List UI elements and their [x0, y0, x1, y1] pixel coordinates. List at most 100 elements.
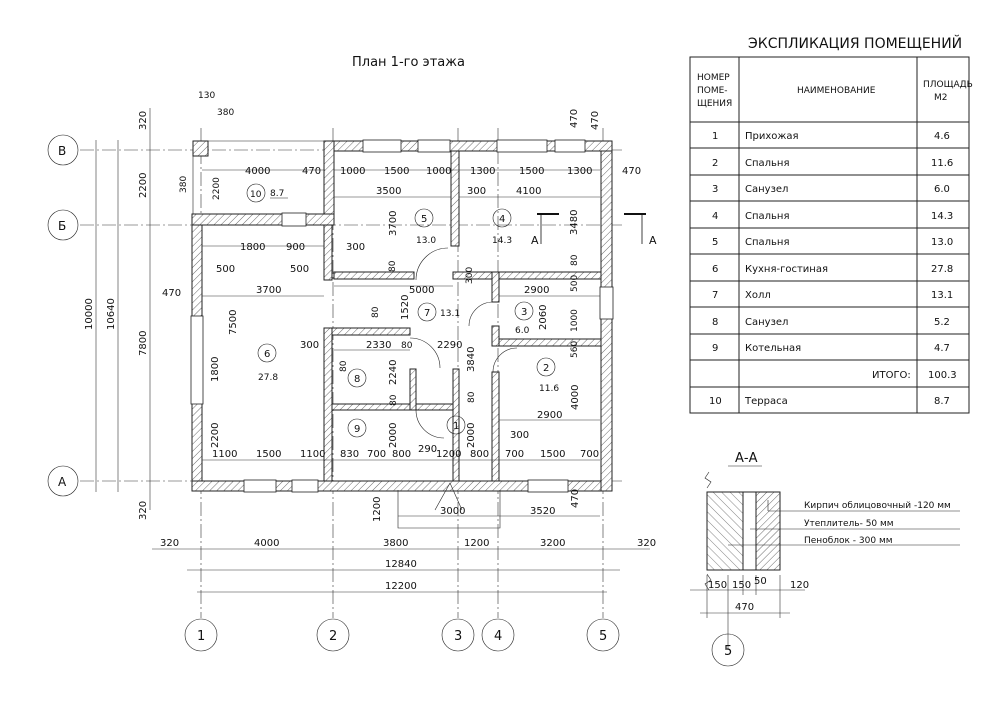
dim-2000-b: 2000 [466, 423, 477, 448]
section-dim-50: 50 [754, 576, 767, 587]
dim-2060: 2060 [538, 305, 549, 330]
dim-2290: 2290 [437, 340, 462, 351]
row-10-num: 10 [709, 396, 722, 407]
layer-foam-block: Пеноблок - 300 мм [804, 536, 893, 546]
room-6-area: 27.8 [258, 373, 278, 383]
room-4-num: 4 [499, 214, 505, 225]
dim-left-10640: 10640 [106, 298, 117, 330]
dim-800-a: 800 [392, 449, 411, 460]
total-value: 100.3 [928, 370, 957, 381]
axis-number-2: 2 [329, 629, 337, 644]
plan-title: План 1-го этажа [352, 55, 465, 70]
header-area-line-1: ПЛОЩАДЬ [923, 80, 973, 90]
dim-3520: 3520 [530, 506, 555, 517]
row-8-num: 8 [712, 317, 718, 328]
dim-700-a: 700 [367, 449, 386, 460]
dim-300-e: 300 [510, 430, 529, 441]
dim-2000-a: 2000 [388, 423, 399, 448]
section-mark-left: А [531, 234, 539, 247]
dim-380-v: 380 [179, 176, 189, 193]
dim-bottom-3800: 3800 [383, 538, 408, 549]
row-4-num: 4 [712, 211, 718, 222]
dim-470-c: 470 [569, 109, 580, 128]
dim-4100: 4100 [516, 186, 541, 197]
dim-2900-a: 2900 [524, 285, 549, 296]
axis-bubbles: В Б А 1 2 3 4 5 [47, 134, 620, 652]
dim-290: 290 [418, 444, 437, 455]
dim-3700-v: 3700 [388, 211, 399, 236]
dim-left-320-bottom: 320 [138, 501, 149, 520]
row-3-num: 3 [712, 184, 718, 195]
dim-560: 560 [570, 341, 580, 358]
header-num-line-1: НОМЕР [697, 73, 730, 83]
row-9-num: 9 [712, 343, 718, 354]
row-2-num: 2 [712, 158, 718, 169]
dim-2200-v: 2200 [212, 177, 222, 200]
section-wall-detail [704, 471, 781, 591]
section-mark-right: А [649, 234, 657, 247]
plan-windows [190, 139, 614, 493]
row-1-num: 1 [712, 131, 718, 142]
dim-80-g: 80 [467, 391, 477, 403]
dim-800-b: 800 [470, 449, 489, 460]
section-marks: А А [531, 213, 657, 247]
row-7-num: 7 [712, 290, 718, 301]
dim-470-f: 470 [590, 111, 601, 130]
dim-130: 130 [198, 91, 215, 101]
dim-2240: 2240 [388, 360, 399, 385]
header-area-line-2: М2 [934, 93, 948, 103]
dim-bottom-1200: 1200 [464, 538, 489, 549]
dim-2330: 2330 [366, 340, 391, 351]
dim-1100-a: 1100 [212, 449, 237, 460]
dim-3480: 3480 [569, 210, 580, 235]
dim-4000-v: 4000 [570, 385, 581, 410]
dim-1500-a: 1500 [384, 166, 409, 177]
dim-1300-b: 1300 [567, 166, 592, 177]
row-2-name: Спальня [745, 158, 790, 169]
terrace [192, 140, 324, 214]
row-4-area: 14.3 [931, 211, 953, 222]
explication-title: ЭКСПЛИКАЦИЯ ПОМЕЩЕНИЙ [748, 34, 962, 52]
dim-3700: 3700 [256, 285, 281, 296]
dim-bottom-320-left: 320 [160, 538, 179, 549]
room-9-num: 9 [354, 424, 360, 435]
row-1-area: 4.6 [934, 131, 950, 142]
header-num-line-2: ПОМЕ- [697, 86, 728, 96]
plan-doors [397, 247, 518, 529]
room-8-num: 8 [354, 374, 360, 385]
dim-total-axes: 12200 [385, 581, 417, 592]
dim-1500-c: 1500 [256, 449, 281, 460]
dim-300-a: 300 [467, 186, 486, 197]
room-4-area: 14.3 [492, 236, 512, 246]
dim-1520: 1520 [400, 295, 411, 320]
dim-1800: 1800 [240, 242, 265, 253]
row-7-name: Холл [745, 290, 771, 301]
room-7-area: 13.1 [440, 309, 460, 319]
dim-2900-b: 2900 [537, 410, 562, 421]
header-name: НАИМЕНОВАНИЕ [797, 86, 876, 96]
room-10-area: 8.7 [270, 189, 284, 199]
row-7-area: 13.1 [931, 290, 953, 301]
dim-bottom-320-right: 320 [637, 538, 656, 549]
dim-left-320-top: 320 [138, 111, 149, 130]
section-dim-150-b: 150 [732, 580, 751, 591]
dim-1200-a: 1200 [436, 449, 461, 460]
dim-1000-c: 1000 [570, 309, 580, 332]
dim-900: 900 [286, 242, 305, 253]
row-1-name: Прихожая [745, 131, 799, 142]
section-leaders [728, 500, 960, 546]
dim-470-d: 470 [162, 288, 181, 299]
dim-80-f: 80 [389, 394, 399, 406]
row-9-name: Котельная [745, 343, 801, 354]
room-labels: 10 8.7 5 13.0 4 14.3 7 13.1 3 6.0 6 27.8… [246, 183, 559, 438]
dim-1500-d: 1500 [540, 449, 565, 460]
dim-500-c: 500 [570, 275, 580, 292]
dim-bottom-3200: 3200 [540, 538, 565, 549]
row-5-area: 13.0 [931, 237, 953, 248]
row-3-name: Санузел [745, 184, 788, 195]
row-2-area: 11.6 [931, 158, 953, 169]
dim-3500: 3500 [376, 186, 401, 197]
row-5-num: 5 [712, 237, 718, 248]
dim-80-a: 80 [388, 260, 398, 272]
